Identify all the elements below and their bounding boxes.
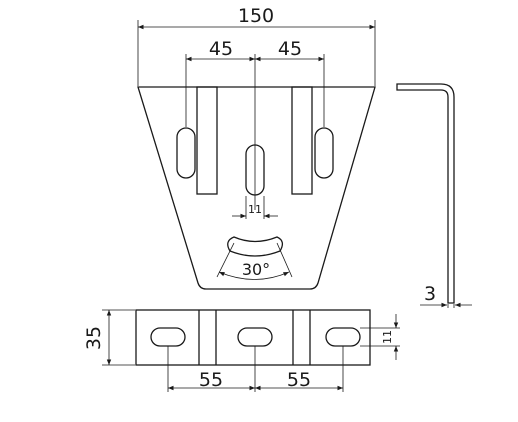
- dimension-55-55: 55 55: [167, 346, 344, 392]
- dim-label-55-left: 55: [199, 369, 223, 391]
- dim-label-55-right: 55: [287, 369, 311, 391]
- base-plate-outline: [135, 309, 371, 366]
- slot-right: [314, 127, 334, 179]
- dimension-45-45: 45 45: [185, 38, 325, 210]
- arc-slot: [227, 236, 284, 257]
- dim-label-45-right: 45: [278, 38, 302, 60]
- dim-label-45-left: 45: [209, 38, 233, 60]
- dim-label-30-deg: 30°: [242, 260, 270, 279]
- dimension-150: 150: [137, 5, 376, 86]
- dim-label-150: 150: [238, 5, 274, 27]
- flange-right: [291, 86, 313, 195]
- plan-view: [135, 309, 371, 366]
- slot-left: [176, 127, 196, 179]
- front-view: [137, 86, 376, 290]
- dimension-11-front: 11: [232, 196, 278, 219]
- dimension-35: 35: [83, 309, 135, 366]
- side-profile: [396, 83, 455, 304]
- dim-label-35: 35: [83, 326, 105, 350]
- flange-left: [196, 86, 218, 195]
- side-view: 3: [396, 83, 472, 308]
- front-plate-outline: [137, 86, 376, 290]
- dim-label-11-base: 11: [381, 330, 394, 344]
- dim-label-11-front: 11: [248, 203, 262, 216]
- dimension-11-base: 11: [360, 314, 400, 360]
- dimension-30-deg: 30°: [216, 242, 293, 280]
- dim-label-3: 3: [424, 283, 436, 305]
